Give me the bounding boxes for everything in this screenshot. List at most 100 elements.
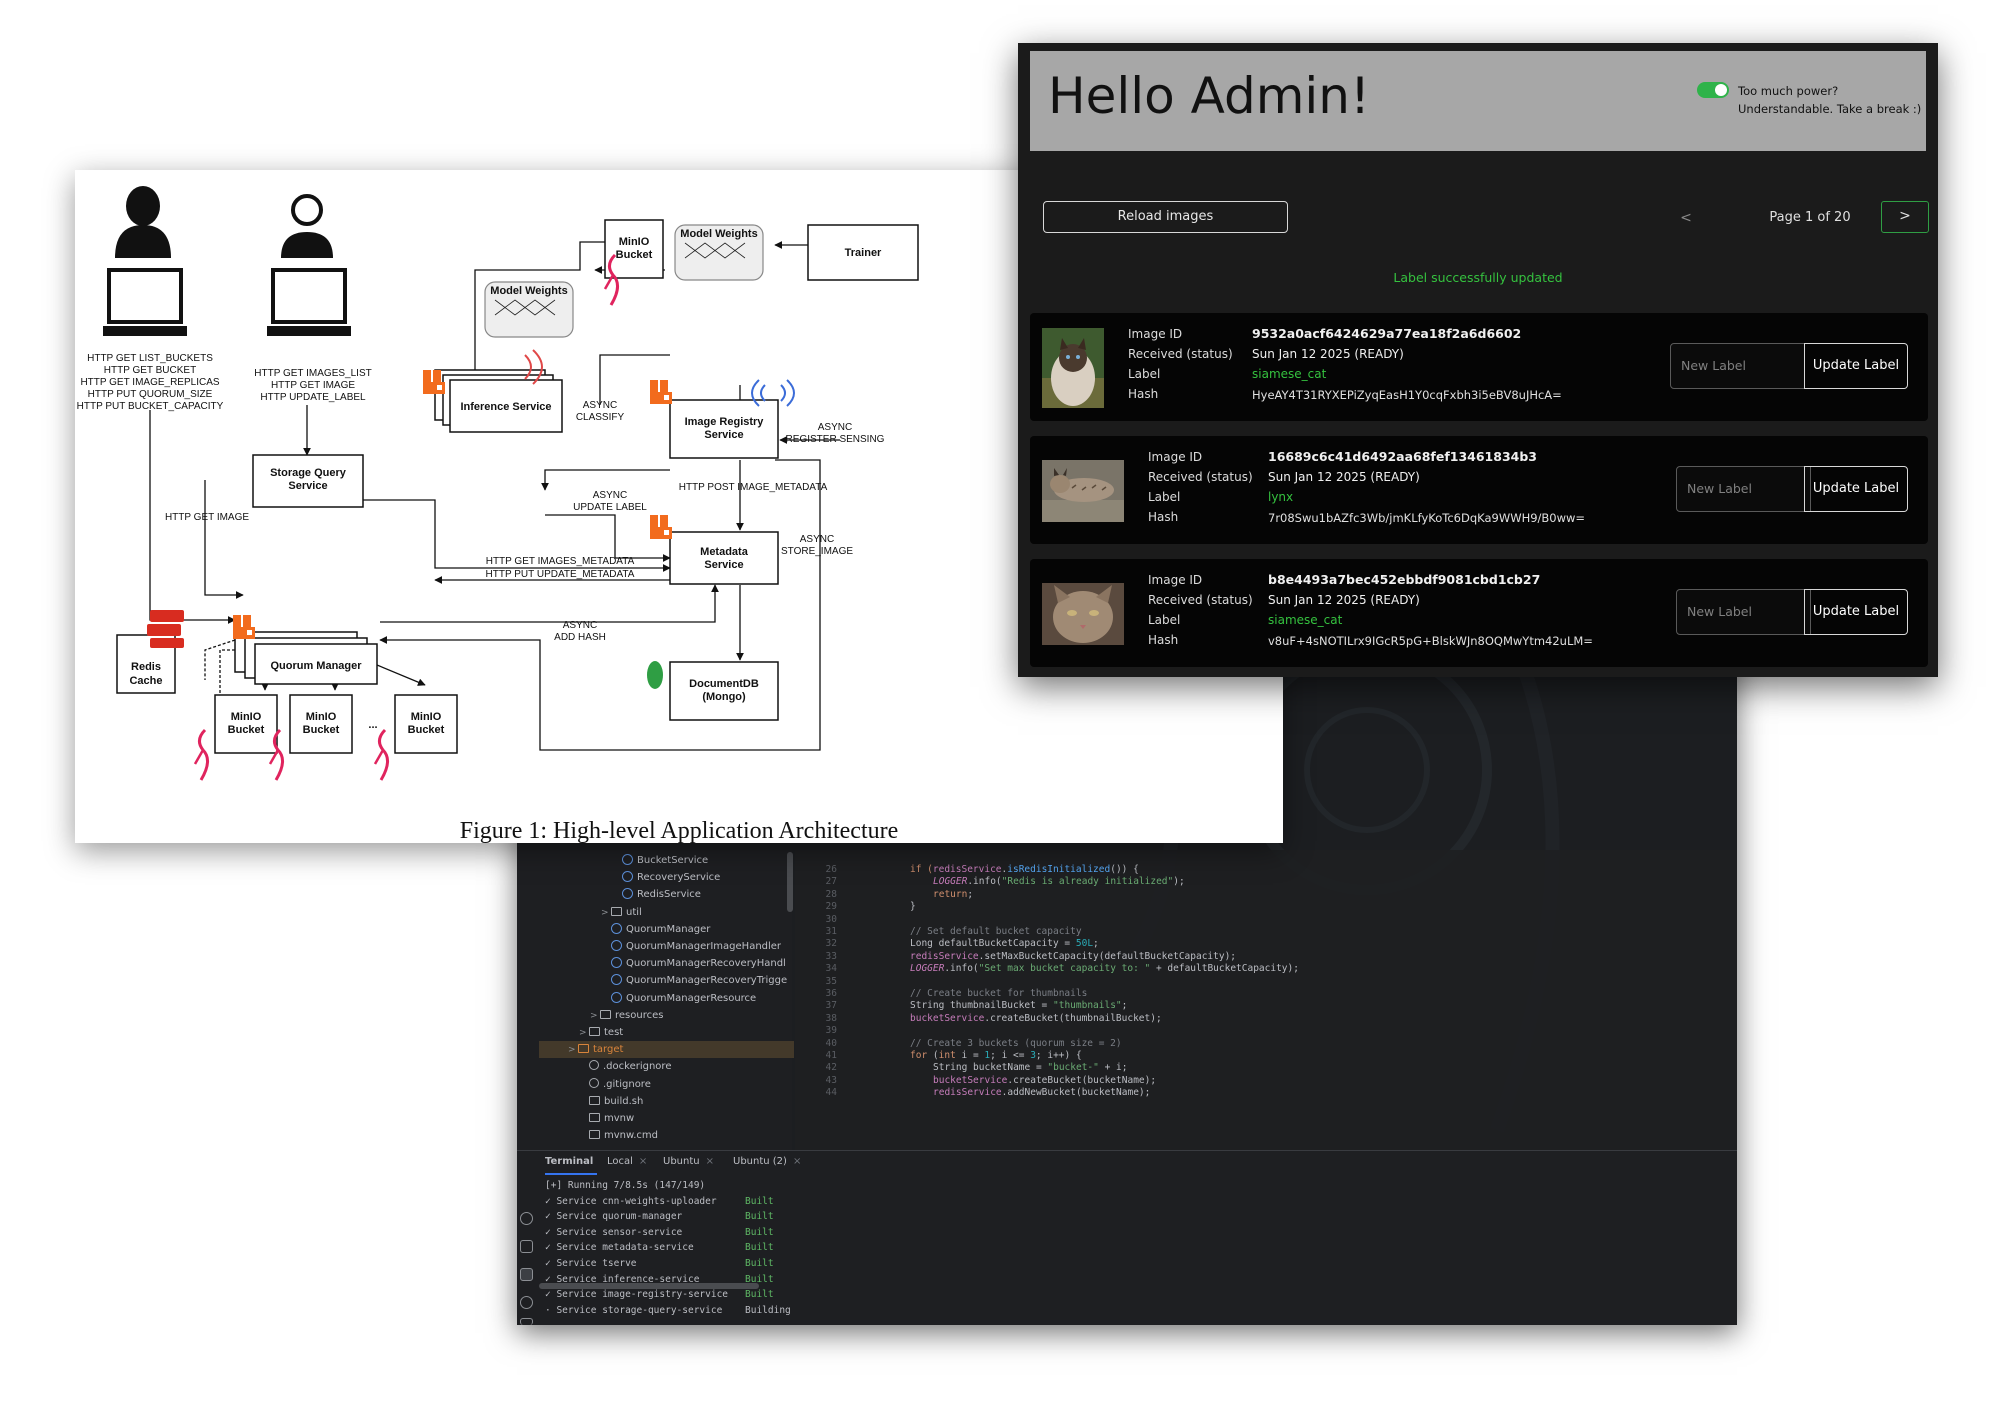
terminal-tab[interactable]: Terminal: [545, 1156, 593, 1167]
tree-item[interactable]: build.sh: [539, 1093, 794, 1110]
service-name: ✓ Service metadata-service: [545, 1242, 694, 1254]
build-status: Built: [745, 1289, 774, 1301]
terminal-icon[interactable]: [520, 1268, 533, 1281]
received-label: Received (status): [1148, 593, 1253, 607]
build-status: Built: [745, 1211, 774, 1223]
tree-item[interactable]: .dockerignore: [539, 1058, 794, 1075]
new-label-input[interactable]: New Label: [1676, 589, 1811, 635]
code-token: for: [910, 1050, 933, 1061]
tree-item[interactable]: .gitignore: [539, 1076, 794, 1093]
tree-item[interactable]: >target: [539, 1041, 794, 1059]
code-token: .createBucket(thumbnailBucket);: [984, 1012, 1162, 1024]
trainer-label: Trainer: [845, 247, 882, 259]
code-token: "bucket-": [1047, 1062, 1099, 1074]
code-token: );: [1173, 876, 1185, 888]
edge-label: ASYNC: [593, 490, 627, 501]
chevron-right-icon[interactable]: >: [601, 907, 609, 918]
ignore-file-icon: [589, 1077, 599, 1088]
hash-label: Hash: [1148, 633, 1179, 647]
update-label-button[interactable]: Update Label: [1804, 466, 1908, 512]
terminal-tab[interactable]: Ubuntu (2)×: [733, 1156, 801, 1167]
request-label: HTTP GET IMAGES_LIST: [254, 368, 371, 379]
tree-item[interactable]: QuorumManager: [539, 921, 794, 938]
tree-item[interactable]: RedisService: [539, 886, 794, 903]
update-label-button[interactable]: Update Label: [1804, 343, 1908, 389]
request-label: HTTP GET BUCKET: [104, 365, 196, 376]
problems-icon[interactable]: [520, 1296, 533, 1309]
code-line: // Create bucket for thumbnails: [910, 986, 1087, 1002]
close-icon[interactable]: ×: [638, 1156, 648, 1167]
services-icon[interactable]: [520, 1212, 533, 1225]
tree-item[interactable]: QuorumManagerRecoveryHandl: [539, 955, 794, 972]
edge-label: HTTP GET IMAGES_METADATA: [486, 556, 635, 567]
hash-value: v8uF+4sNOTILrx9IGcR5pG+BlskWJn8OQMwYtm42…: [1268, 634, 1593, 648]
tree-item[interactable]: QuorumManagerResource: [539, 990, 794, 1007]
terminal-divider[interactable]: [517, 1150, 1737, 1151]
tree-item[interactable]: >test: [539, 1024, 794, 1041]
hash-value: HyeAY4T31RYXEPiZyqEasH1Y0cqFxbh3i5eBV8uJ…: [1252, 388, 1562, 402]
terminal-tab[interactable]: Local×: [607, 1156, 647, 1167]
redis-label: Cache: [129, 675, 162, 687]
tree-item[interactable]: QuorumManagerRecoveryTrigge: [539, 972, 794, 989]
tree-scrollbar-horizontal[interactable]: [539, 1283, 759, 1289]
code-token: ; i++) {: [1035, 1050, 1082, 1061]
java-class-icon: [622, 854, 633, 865]
tree-item-label: mvnw: [604, 1113, 635, 1124]
line-number: 44: [825, 1087, 837, 1099]
chevron-right-icon[interactable]: >: [590, 1010, 598, 1021]
power-toggle[interactable]: [1697, 82, 1729, 98]
java-class-icon: [611, 940, 622, 951]
tree-item[interactable]: QuorumManagerImageHandler: [539, 938, 794, 955]
tree-item-label: build.sh: [604, 1095, 644, 1107]
tree-item[interactable]: BucketService: [539, 852, 794, 869]
close-icon[interactable]: ×: [792, 1156, 802, 1167]
code-editor[interactable]: if (redisService.isRedisInitialized()) {…: [910, 852, 1710, 1289]
code-token: LOGGER: [933, 876, 968, 888]
redis-label: Redis: [131, 661, 161, 673]
build-status: Built: [745, 1258, 774, 1269]
edge-label: ASYNC: [583, 400, 617, 411]
folder-icon: [589, 1027, 600, 1036]
quorum-box: [254, 643, 378, 685]
code-token: bucketService: [910, 1012, 985, 1024]
minio-label: MinIO: [411, 711, 442, 723]
tree-scrollbar-vertical[interactable]: [787, 852, 793, 912]
tree-item[interactable]: >util: [539, 904, 794, 921]
code-token: + defaultBucketCapacity);: [1150, 963, 1299, 975]
code-line: }: [910, 899, 916, 915]
terminal-tab[interactable]: Ubuntu×: [663, 1156, 714, 1167]
chevron-right-icon[interactable]: >: [579, 1028, 587, 1038]
close-icon[interactable]: ×: [705, 1156, 714, 1167]
minio-label: MinIO: [619, 236, 650, 248]
new-label-input[interactable]: New Label: [1676, 466, 1811, 512]
reload-images-button[interactable]: Reload images: [1043, 201, 1288, 233]
folder-icon: [600, 1009, 611, 1019]
tree-item[interactable]: mvnw: [539, 1110, 794, 1127]
prev-page-button[interactable]: <: [1680, 210, 1692, 226]
folder-icon: [578, 1044, 589, 1054]
chevron-right-icon[interactable]: >: [568, 1045, 576, 1056]
code-line: // Create 3 buckets (quorum size = 2): [910, 1036, 1122, 1052]
service-name: ✓ Service image-registry-service: [545, 1289, 729, 1301]
tree-item[interactable]: mvnw.cmd: [539, 1127, 794, 1144]
git-icon[interactable]: [520, 1318, 533, 1325]
tree-item[interactable]: >resources: [539, 1007, 794, 1024]
tree-item[interactable]: RecoveryService: [539, 869, 794, 886]
update-label-button[interactable]: Update Label: [1804, 589, 1908, 635]
next-page-button[interactable]: >: [1881, 201, 1929, 233]
line-number: 28: [825, 888, 837, 900]
new-label-input[interactable]: New Label: [1670, 343, 1805, 389]
layers-icon[interactable]: [520, 1240, 533, 1253]
code-token: "Redis is already initialized": [1001, 876, 1174, 888]
metadata-label: Metadata: [700, 546, 749, 558]
terminal-output[interactable]: [+] Running 7/8.5s (147/149)✓ Service cn…: [545, 1178, 1245, 1318]
received-value: Sun Jan 12 2025 (READY): [1268, 470, 1420, 484]
documentdb-box: [669, 661, 779, 721]
tree-item-label: mvnw.cmd: [604, 1130, 659, 1142]
image-card: Image ID Received (status) Label Hash 16…: [1030, 436, 1928, 544]
code-token: ;: [967, 888, 974, 900]
